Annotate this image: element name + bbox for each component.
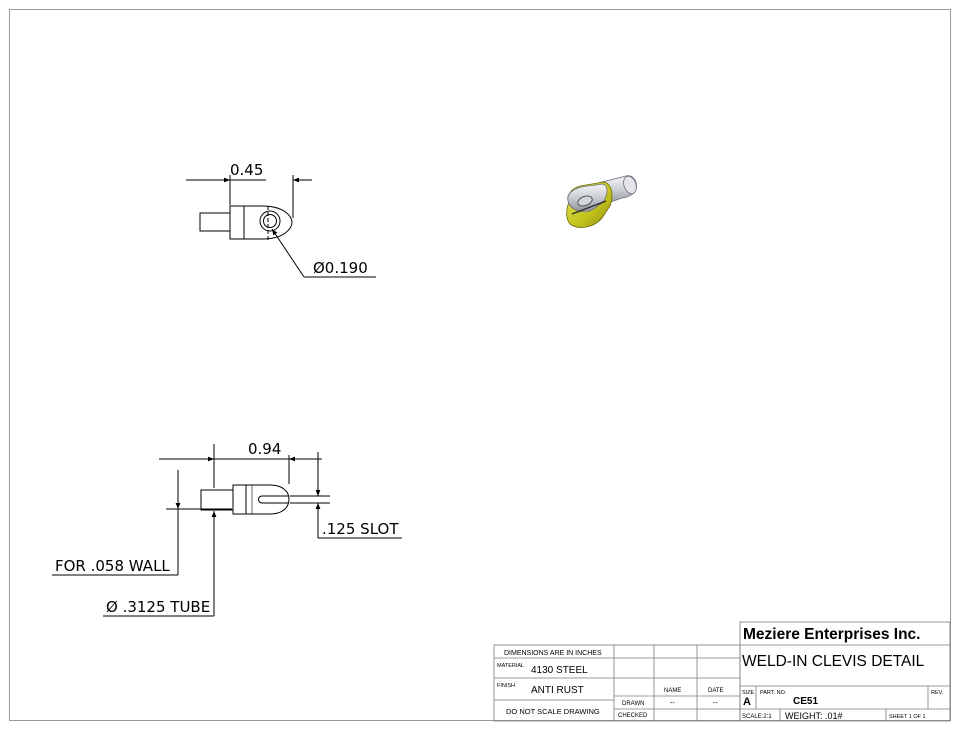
sheet-border (9, 9, 951, 721)
material-label: MATERIAL (497, 663, 524, 669)
material-value: 4130 STEEL (531, 665, 588, 676)
iso-shank-end (623, 175, 637, 195)
part-no-value: CE51 (793, 696, 818, 707)
overall-length-dimension: 0.94 (248, 440, 281, 458)
rev-label: REV. (931, 690, 944, 696)
scale-value: SCALE:2:1 (742, 714, 772, 720)
tube-dimension: Ø .3125 TUBE (106, 598, 210, 616)
weight-value: WEIGHT: .01# (785, 711, 843, 721)
size-value: A (743, 696, 751, 708)
title-block (493, 621, 951, 722)
top-view-hole-inner (263, 214, 277, 228)
hole-diameter-dimension: Ø0.190 (313, 259, 368, 277)
name-header: NAME (664, 688, 681, 694)
finish-label: FINISH (497, 683, 515, 689)
iso-clevis-hole (577, 195, 593, 207)
drawn-date: -- (713, 700, 718, 707)
top-view-shank (199, 212, 231, 232)
top-view-body (229, 205, 293, 240)
part-no-label: PART. NO. (760, 690, 787, 696)
company-name: Meziere Enterprises Inc. (743, 626, 920, 643)
side-view-slot-end (258, 495, 263, 504)
hole-leader-line (271, 228, 305, 278)
side-view-shank (200, 489, 234, 511)
date-header: DATE (708, 688, 724, 694)
dimensions-note: DIMENSIONS ARE IN INCHES (504, 650, 602, 657)
isometric-view (566, 175, 637, 228)
top-width-dimension: 0.45 (230, 161, 263, 179)
side-view (52, 444, 402, 617)
finish-value: ANTI RUST (531, 685, 584, 696)
drawn-name: -- (670, 700, 675, 707)
sheet-value: SHEET 1 OF 1 (889, 714, 926, 720)
top-view (186, 175, 376, 278)
top-view-hole-outer (259, 210, 281, 232)
checked-label: CHECKED (618, 713, 648, 719)
drawing-title: WELD-IN CLEVIS DETAIL (742, 653, 925, 670)
side-view-body (232, 484, 290, 515)
wall-dimension: FOR .058 WALL (55, 557, 170, 575)
iso-slot (571, 200, 607, 215)
drawn-label: DRAWN (622, 701, 644, 707)
slot-dimension: .125 SLOT (322, 520, 399, 538)
size-label: SIZE (742, 690, 755, 696)
title-block-right-frame (739, 621, 951, 722)
scale-note: DO NOT SCALE DRAWING (506, 707, 600, 716)
